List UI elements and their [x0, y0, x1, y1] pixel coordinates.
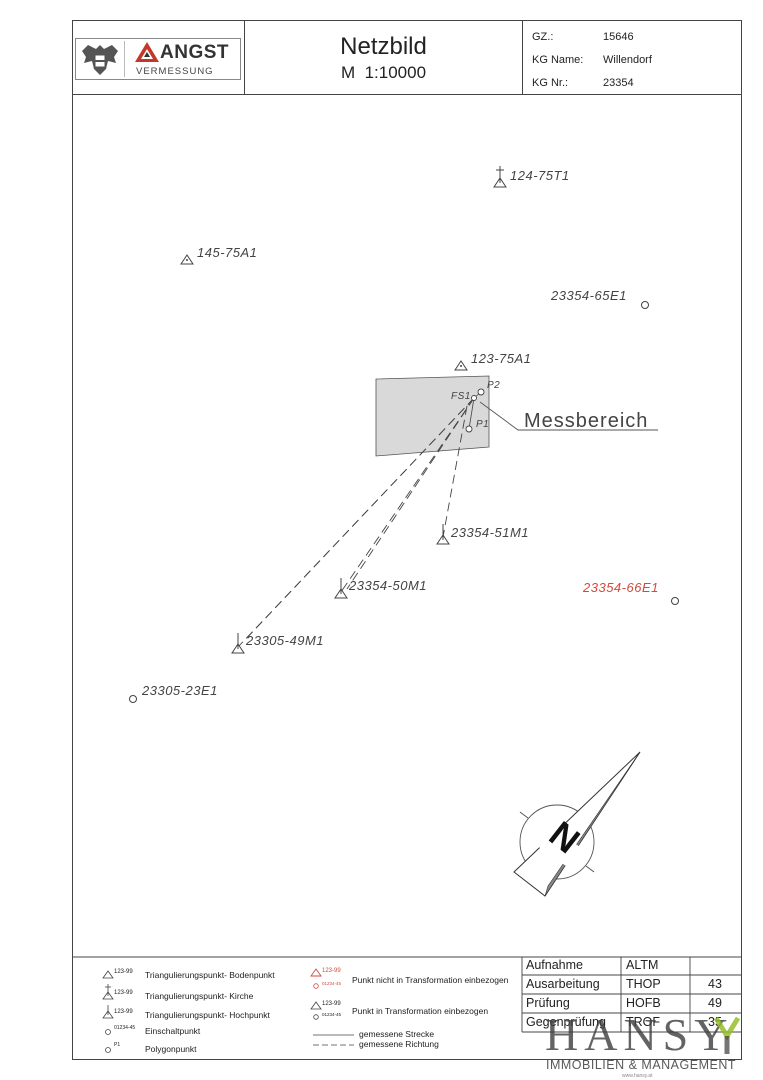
point-label-123-75A1: 123-75A1 [471, 351, 531, 366]
measure-area [375, 375, 490, 457]
angst-logo-icon [135, 42, 159, 62]
point-p1-icon [465, 425, 473, 433]
logo-block: ANGST VERMESSUNG [75, 38, 241, 80]
legend-in-transformation: Punkt in Transformation einbezogen [352, 1006, 488, 1016]
field-kgname-value: Willendorf [603, 54, 652, 66]
legend-polygonpunkt: Polygonpunkt [145, 1044, 197, 1054]
legend-measured-direction: gemessene Richtung [359, 1039, 439, 1049]
table-row-role: Aufnahme [526, 958, 583, 972]
point-label-23354-51M1: 23354-51M1 [450, 525, 529, 540]
measured-directions [237, 397, 475, 648]
trig-point-23305-49M1: 23305-49M1 [231, 633, 324, 654]
direction-line-4 [346, 397, 475, 590]
einschalt-point-23354-66E1: 23354-66E1 [582, 580, 679, 605]
trig-point-145-75A1: 145-75A1 [180, 245, 257, 265]
local-line-2 [468, 397, 475, 430]
point-label-23354-50M1: 23354-50M1 [348, 578, 427, 593]
table-row-code: HOFB [626, 996, 661, 1010]
point-label-fs1: FS1 [451, 391, 471, 402]
austrian-eagle-icon [82, 45, 118, 75]
legend-hochpunkt: Triangulierungspunkt- Hochpunkt [145, 1010, 271, 1020]
svg-text:01234-45: 01234-45 [322, 1012, 342, 1017]
direction-line-3 [340, 397, 475, 593]
point-label-23354-65E1: 23354-65E1 [550, 288, 627, 303]
svg-text:123-99: 123-99 [114, 969, 133, 975]
svg-text:123-99: 123-99 [322, 968, 341, 974]
point-label-23305-49M1: 23305-49M1 [245, 633, 324, 648]
measure-area-callout-line [479, 401, 658, 431]
drawing-frame [72, 20, 742, 1060]
trig-point-23354-50M1: 23354-50M1 [334, 578, 427, 599]
header-bottom-line [72, 94, 742, 95]
trig-point-124-75T1: 124-75T1 [493, 166, 570, 188]
watermark-tagline: IMMOBILIEN & MANAGEMENT [546, 1058, 736, 1072]
field-kgnr-value: 23354 [603, 77, 634, 89]
table-row-code: THOP [626, 977, 661, 991]
watermark-url: www.hansy.at [622, 1073, 653, 1079]
table-row-role: Ausarbeitung [526, 977, 600, 991]
direction-line-5 [442, 405, 468, 538]
watermark-y-leaf-icon [713, 1016, 741, 1054]
watermark-brand: HANSY [545, 1009, 734, 1060]
logo-brand: ANGST [160, 42, 229, 63]
table-row-role: Gegenprüfung [526, 1015, 606, 1029]
header-divider-1 [244, 20, 245, 95]
point-label-23354-66E1: 23354-66E1 [582, 580, 659, 595]
svg-text:P1: P1 [114, 1042, 120, 1048]
point-p2-icon [477, 388, 485, 396]
legend-bodenpunkt: Triangulierungspunkt- Bodenpunkt [145, 970, 275, 980]
north-arrow-icon: N [513, 751, 641, 897]
scale-label: M 1:10000 [340, 63, 427, 82]
legend-kirche: Triangulierungspunkt- Kirche [145, 991, 254, 1001]
svg-text:123-99: 123-99 [114, 990, 133, 996]
table-row-code: ALTM [626, 958, 659, 972]
trig-point-23354-51M1: 23354-51M1 [436, 524, 529, 545]
point-label-p1: P1 [476, 419, 489, 430]
signoff-table-grid [521, 957, 742, 1033]
einschalt-point-23354-65E1: 23354-65E1 [550, 288, 649, 309]
svg-text:123-99: 123-99 [114, 1009, 133, 1015]
field-gz-label: GZ.: [532, 31, 554, 43]
direction-line-2 [242, 397, 475, 643]
svg-text:01234-45: 01234-45 [114, 1025, 135, 1031]
legend-einschaltpunkt: Einschaltpunkt [145, 1026, 201, 1036]
trig-point-123-75A1: 123-75A1 [454, 351, 531, 371]
legend-right: 123-99 01234-45 Punkt nicht in Transform… [310, 968, 509, 1049]
field-kgnr-label: KG Nr.: [532, 77, 569, 89]
field-kgname-label: KG Name: [532, 54, 584, 66]
point-fs1-icon [471, 395, 477, 401]
table-row-role: Prüfung [526, 996, 570, 1010]
legend-measured-distance: gemessene Strecke [359, 1029, 434, 1039]
point-label-145-75A1: 145-75A1 [197, 245, 257, 260]
field-gz-value: 15646 [603, 31, 634, 43]
logo-subtitle: VERMESSUNG [136, 66, 214, 77]
table-row-code: TROF [626, 1015, 661, 1029]
point-label-124-75T1: 124-75T1 [510, 168, 570, 183]
point-label-23305-23E1: 23305-23E1 [141, 683, 218, 698]
svg-text:01234-45: 01234-45 [322, 981, 342, 986]
einschalt-point-23305-23E1: 23305-23E1 [129, 683, 218, 703]
table-row-num: 43 [708, 977, 722, 991]
legend-not-in-transformation: Punkt nicht in Transformation einbezogen [352, 975, 509, 985]
page-title: Netzbild [340, 33, 427, 60]
point-label-p2: P2 [487, 380, 500, 391]
measure-area-label: Messbereich [524, 410, 648, 432]
legend-left: 123-99 Triangulierungspunkt- Bodenpunkt … [102, 969, 275, 1054]
header-divider-2 [522, 20, 523, 95]
svg-text:123-99: 123-99 [322, 1001, 341, 1007]
table-row-num: 49 [708, 996, 722, 1010]
